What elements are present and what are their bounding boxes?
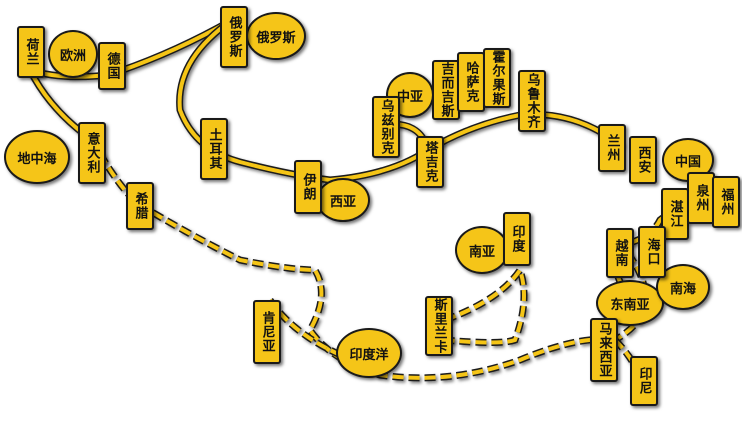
city-kenya: 肯尼亚 <box>253 300 281 364</box>
region-west-asia: 西亚 <box>316 178 370 222</box>
city-kazakhstan: 哈萨克 <box>457 52 485 112</box>
city-iran: 伊朗 <box>294 160 322 214</box>
city-xian: 西安 <box>629 136 657 184</box>
city-kyrgyzstan: 吉而吉斯 <box>432 60 460 120</box>
city-urumqi: 乌鲁木齐 <box>518 70 546 132</box>
region-europe: 欧洲 <box>48 30 98 78</box>
city-india: 印度 <box>503 212 531 266</box>
city-germany: 德国 <box>98 42 126 90</box>
city-turkey: 土耳其 <box>200 118 228 180</box>
city-russia: 俄罗斯 <box>220 6 248 68</box>
region-mediterranean: 地中海 <box>4 130 70 184</box>
city-greece: 希腊 <box>126 182 154 230</box>
city-fuzhou: 福州 <box>712 176 740 228</box>
city-quanzhou: 泉州 <box>687 172 715 224</box>
city-uzbekistan: 乌兹别克 <box>372 96 400 158</box>
city-haikou: 海口 <box>638 226 666 278</box>
region-south-asia: 南亚 <box>455 226 509 274</box>
city-malaysia: 马来西亚 <box>590 318 618 382</box>
region-indian-ocean: 印度洋 <box>336 328 402 378</box>
city-netherlands: 荷兰 <box>17 26 45 78</box>
city-vietnam: 越南 <box>606 228 634 278</box>
city-italy: 意大利 <box>78 122 106 184</box>
region-russia: 俄罗斯 <box>246 12 306 60</box>
city-sri-lanka: 斯里兰卡 <box>425 296 453 356</box>
city-khorgos: 霍尔果斯 <box>483 48 511 108</box>
city-lanzhou: 兰州 <box>598 124 626 172</box>
city-tajikistan: 塔吉克 <box>416 136 444 188</box>
city-indonesia: 印尼 <box>630 356 658 406</box>
